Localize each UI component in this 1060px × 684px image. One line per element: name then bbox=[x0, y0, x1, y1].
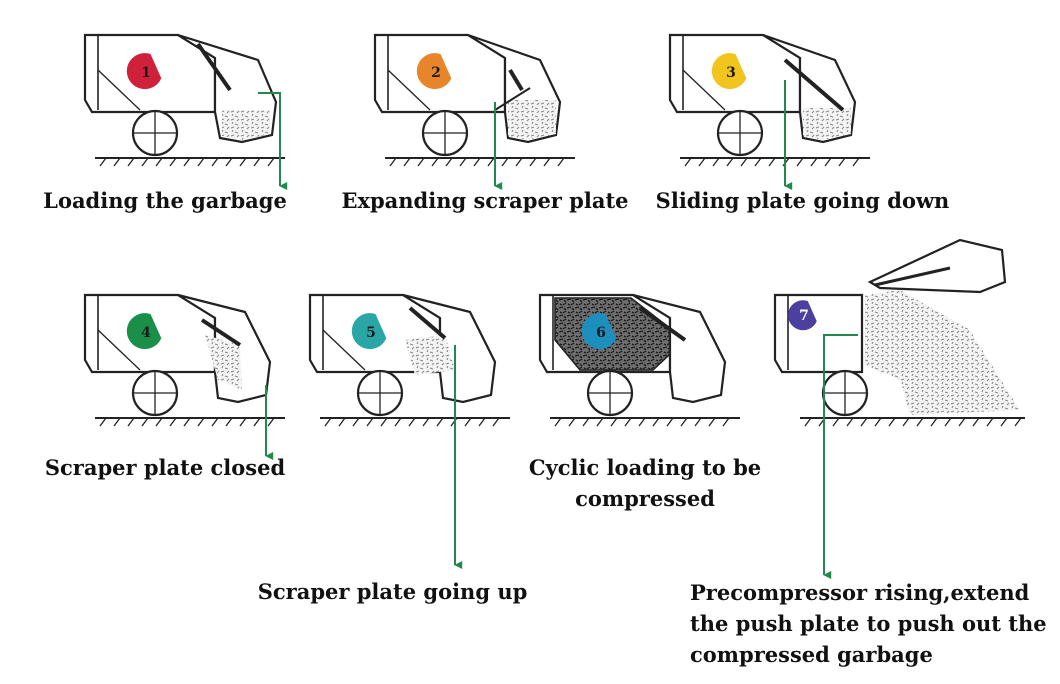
ground bbox=[800, 417, 1025, 427]
caption-line: compressed bbox=[575, 486, 715, 511]
wheel bbox=[356, 369, 404, 417]
ground bbox=[95, 157, 285, 167]
wheel bbox=[821, 369, 869, 417]
step-4-panel: 4 bbox=[83, 293, 285, 427]
ground bbox=[95, 417, 285, 427]
step-3-panel: 3 bbox=[668, 33, 870, 167]
step-number: 7 bbox=[799, 308, 809, 324]
caption-line: Cyclic loading to be bbox=[528, 455, 762, 480]
step-7-caption: Precompressor rising,extend the push pla… bbox=[690, 577, 1050, 670]
rear-hopper bbox=[177, 33, 278, 144]
step-4-caption: Scraper plate closed bbox=[44, 455, 286, 480]
step-6-caption: Cyclic loading to be compressed bbox=[520, 452, 770, 514]
step-6-panel: 6 bbox=[538, 293, 740, 427]
step-badge: 6 bbox=[581, 313, 617, 350]
wheel bbox=[421, 109, 469, 157]
step-badge: 1 bbox=[126, 53, 162, 90]
step-3-caption: Sliding plate going down bbox=[655, 188, 950, 213]
step-badge: 7 bbox=[788, 300, 817, 331]
ground bbox=[320, 417, 510, 427]
step-5-panel: 5 bbox=[308, 293, 510, 427]
ground bbox=[550, 417, 740, 427]
rear-hopper bbox=[402, 293, 497, 404]
step-number: 1 bbox=[141, 65, 151, 81]
wheel bbox=[131, 369, 179, 417]
garbage-pile bbox=[865, 290, 1020, 415]
arrow-step-7 bbox=[823, 334, 858, 579]
leader-arrows bbox=[258, 80, 858, 579]
wheel bbox=[131, 109, 179, 157]
rear-hopper bbox=[762, 33, 857, 144]
wheel bbox=[586, 369, 634, 417]
rear-hopper bbox=[467, 33, 562, 144]
step-number: 3 bbox=[726, 65, 736, 81]
wheel bbox=[716, 109, 764, 157]
step-2-panel: 2 bbox=[373, 33, 575, 167]
raised-rear-hopper bbox=[867, 238, 1007, 294]
step-badge: 2 bbox=[416, 53, 452, 90]
step-5-caption: Scraper plate going up bbox=[257, 579, 528, 604]
caption-line: Precompressor rising,extend bbox=[690, 580, 1030, 605]
ground bbox=[385, 157, 575, 167]
step-7-panel: 7 bbox=[773, 238, 1025, 427]
step-2-caption: Expanding scraper plate bbox=[341, 188, 629, 213]
step-badge: 5 bbox=[351, 313, 387, 350]
step-1-panel: 1 bbox=[83, 33, 285, 167]
caption-line: compressed garbage bbox=[690, 642, 933, 667]
step-badge: 3 bbox=[711, 53, 747, 90]
caption-line: the push plate to push out the bbox=[690, 611, 1047, 636]
rear-hopper bbox=[632, 293, 727, 404]
arrow-step-1 bbox=[258, 92, 288, 190]
step-number: 6 bbox=[596, 325, 606, 341]
step-1-caption: Loading the garbage bbox=[43, 188, 287, 213]
rear-hopper bbox=[177, 293, 272, 404]
truck-body bbox=[773, 293, 864, 374]
step-number: 4 bbox=[141, 325, 151, 341]
step-number: 2 bbox=[431, 65, 441, 81]
ground bbox=[680, 157, 870, 167]
step-number: 5 bbox=[366, 325, 376, 341]
step-badge: 4 bbox=[126, 313, 162, 350]
